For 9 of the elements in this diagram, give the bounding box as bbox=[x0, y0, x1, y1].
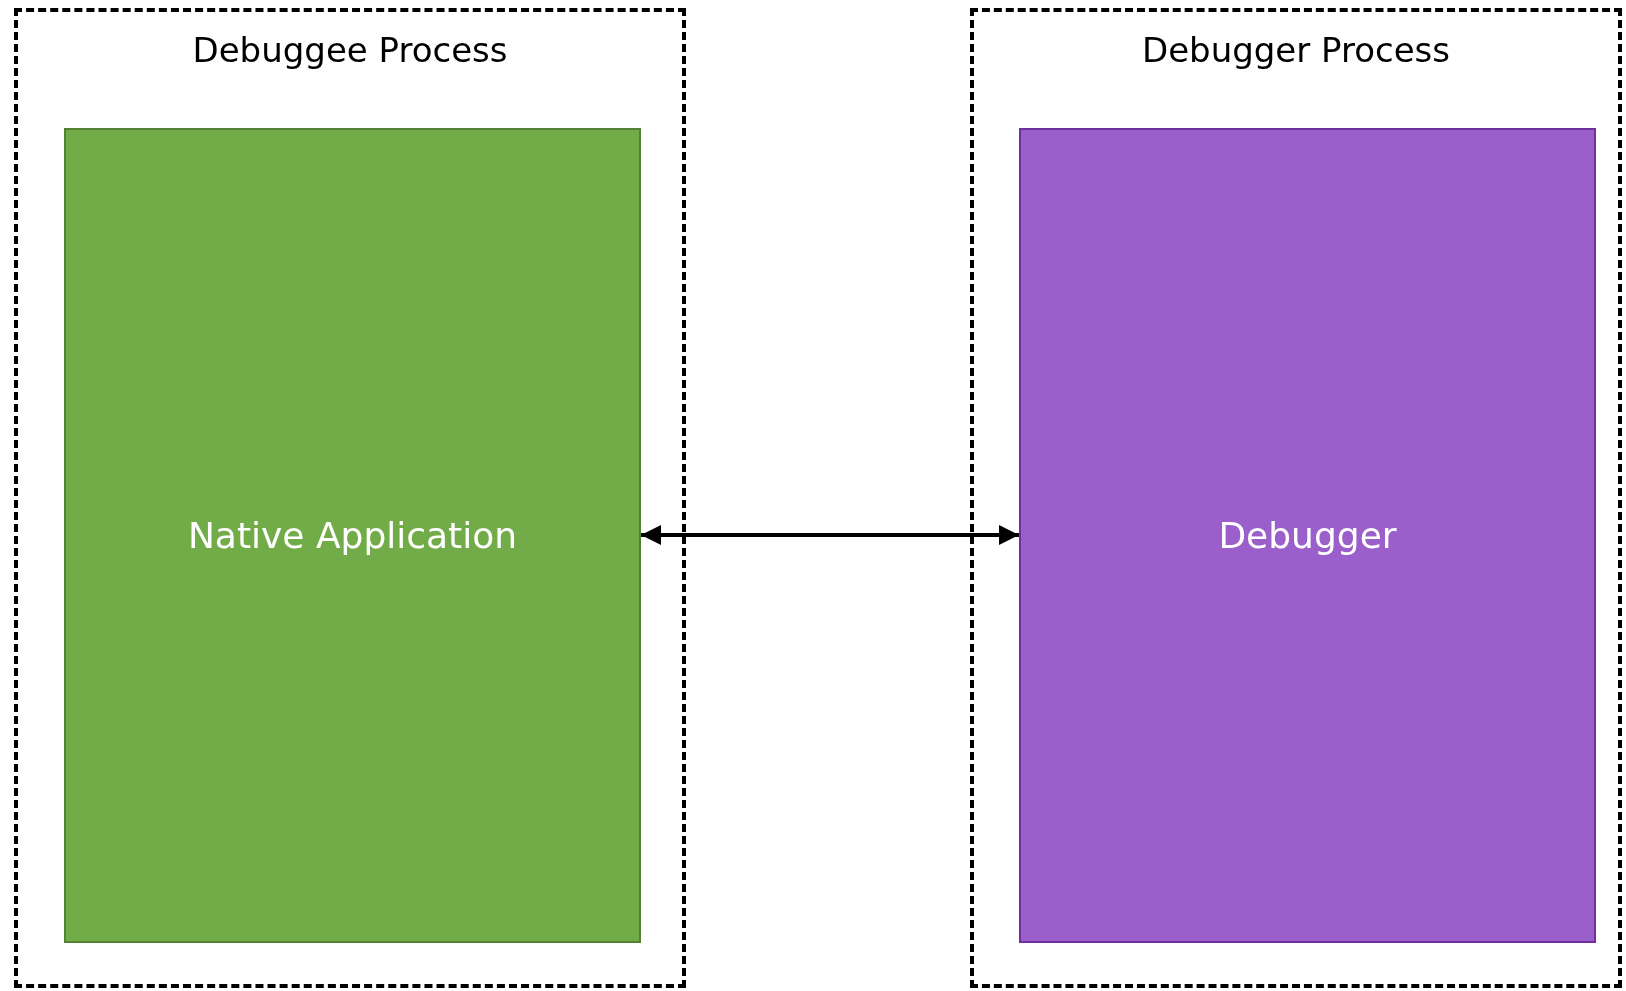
process-boundary bbox=[970, 8, 1622, 988]
process-boundary bbox=[14, 8, 686, 988]
box-label: Debugger bbox=[1218, 515, 1397, 556]
group-title: Debuggee Process bbox=[191, 30, 509, 70]
component-box bbox=[1019, 128, 1596, 943]
group-title: Debugger Process bbox=[1140, 30, 1452, 70]
component-box bbox=[64, 128, 641, 943]
box-label: Native Application bbox=[187, 515, 518, 556]
arrow bbox=[641, 525, 1019, 545]
